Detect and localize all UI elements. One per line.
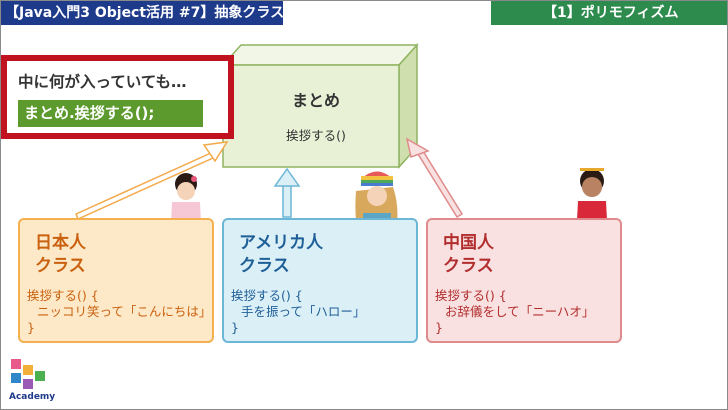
abstract-class-name: まとめ <box>291 91 340 110</box>
abstract-class-method: 挨拶する() <box>286 128 346 143</box>
callout-box: 中に何が入っていても… まとめ.挨拶する(); <box>1 55 234 139</box>
callout-text: 中に何が入っていても… <box>18 73 187 91</box>
american-class-title: アメリカ人 クラス <box>239 233 324 276</box>
bcp-academy-logo-icon <box>11 359 45 389</box>
chinese-class-code: 挨拶する() { お辞儀をして「ニーハオ」 } <box>435 288 595 335</box>
japanese-class-title: 日本人 クラス <box>35 233 86 276</box>
abstract-class-cube <box>221 43 419 169</box>
arrow-chinese-to-matome <box>405 137 464 219</box>
japanese-class-box: 日本人 クラス 挨拶する() { ニッコリ笑って「こんにちは」 } <box>18 218 214 343</box>
japanese-class-code: 挨拶する() { ニッコリ笑って「こんにちは」 } <box>27 288 212 335</box>
callout-code: まとめ.挨拶する(); <box>18 100 203 127</box>
logo-text: Academy <box>9 392 56 402</box>
chinese-class-title: 中国人 クラス <box>443 233 494 276</box>
american-class-code: 挨拶する() { 手を振って「ハロー」 } <box>231 288 366 335</box>
american-class-box: アメリカ人 クラス 挨拶する() { 手を振って「ハロー」 } <box>222 218 418 343</box>
topic-label: 【1】ポリモフィズム <box>491 1 727 25</box>
chinese-class-box: 中国人 クラス 挨拶する() { お辞儀をして「ニーハオ」 } <box>426 218 622 343</box>
arrow-japanese-to-matome <box>75 141 229 221</box>
slide-title: 【Java入門3 Object活用 #7】抽象クラス <box>1 1 284 25</box>
arrow-american-to-matome <box>273 167 301 218</box>
